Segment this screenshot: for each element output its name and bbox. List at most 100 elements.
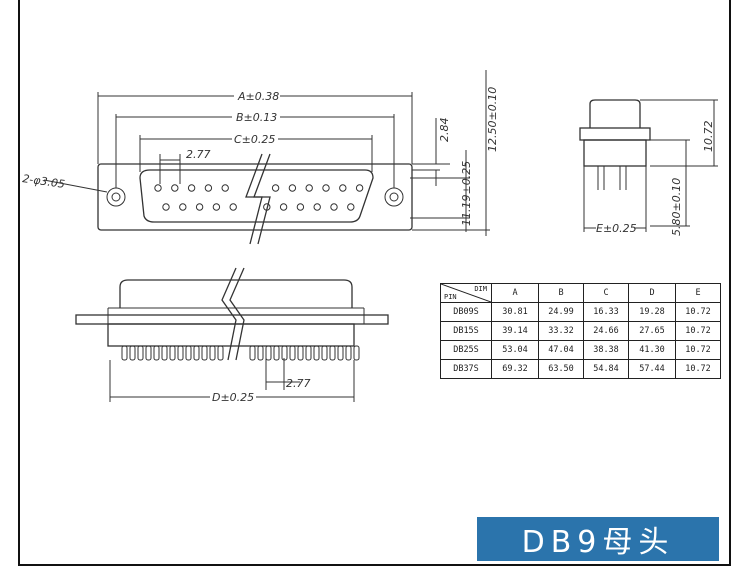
contact-pin bbox=[193, 345, 200, 361]
contact-hole bbox=[212, 203, 221, 211]
cell: 63.50 bbox=[538, 359, 584, 379]
contact-pins bbox=[121, 345, 360, 361]
cell: 41.30 bbox=[628, 340, 676, 360]
cell: 16.33 bbox=[583, 302, 629, 322]
cell: 24.66 bbox=[583, 321, 629, 341]
contact-pin bbox=[329, 345, 336, 361]
table-row: DB25S 53.04 47.04 38.38 41.30 10.72 bbox=[440, 340, 721, 360]
contact-hole bbox=[347, 203, 355, 211]
contact-hole bbox=[271, 184, 280, 192]
contact-pin bbox=[257, 345, 264, 361]
pin-row-label: 11.19±0.25 bbox=[460, 161, 473, 226]
contact-hole bbox=[204, 184, 213, 192]
cell: 30.81 bbox=[491, 302, 539, 322]
dim-c-label: C±0.25 bbox=[234, 133, 275, 146]
contact-pin bbox=[313, 345, 320, 361]
table-corner: DIM PIN bbox=[440, 283, 492, 303]
contact-hole bbox=[162, 203, 170, 211]
contact-hole bbox=[195, 203, 204, 211]
contact-pin bbox=[345, 345, 352, 361]
contact-pin bbox=[121, 345, 128, 361]
contact-hole bbox=[154, 184, 162, 192]
header-e: E bbox=[675, 283, 721, 303]
contact-pin bbox=[337, 345, 344, 361]
dim-e-label: E±0.25 bbox=[596, 222, 637, 235]
cell: 47.04 bbox=[538, 340, 584, 360]
table-row: DB37S 69.32 63.50 54.84 57.44 10.72 bbox=[440, 359, 721, 379]
side-height-label: 10.72 bbox=[702, 121, 715, 153]
contact-hole bbox=[288, 184, 297, 192]
corner-pin-label: PIN bbox=[444, 293, 457, 301]
contact-holes bbox=[154, 184, 364, 211]
cell: 19.28 bbox=[628, 302, 676, 322]
table-row: DB15S 39.14 33.32 24.66 27.65 10.72 bbox=[440, 321, 721, 341]
cell: 10.72 bbox=[675, 359, 721, 379]
contact-hole bbox=[339, 184, 347, 192]
contact-pin bbox=[161, 345, 168, 361]
contact-hole bbox=[296, 203, 305, 211]
contact-hole bbox=[171, 184, 179, 192]
contact-pin bbox=[177, 345, 184, 361]
bottom-view bbox=[75, 267, 389, 402]
contact-pin bbox=[209, 345, 216, 361]
contact-pin bbox=[201, 345, 208, 361]
front-view bbox=[97, 153, 413, 245]
dim-b-label: B±0.13 bbox=[236, 111, 277, 124]
contact-hole bbox=[322, 184, 330, 192]
row-pin: DB37S bbox=[440, 359, 492, 379]
cell: 69.32 bbox=[491, 359, 539, 379]
header-b: B bbox=[538, 283, 584, 303]
title-banner: DB9母头 bbox=[477, 517, 719, 561]
contact-pin bbox=[153, 345, 160, 361]
contact-pin bbox=[265, 345, 272, 361]
shell-height-label: 2.84 bbox=[438, 118, 451, 143]
contact-pin bbox=[185, 345, 192, 361]
page-frame bbox=[18, 0, 731, 566]
contact-hole bbox=[221, 184, 229, 192]
contact-hole bbox=[229, 203, 237, 211]
cell: 57.44 bbox=[628, 359, 676, 379]
contact-pin bbox=[353, 345, 360, 361]
cell: 54.84 bbox=[583, 359, 629, 379]
pitch-bottom-label: 2.77 bbox=[286, 377, 311, 390]
cell: 39.14 bbox=[491, 321, 539, 341]
dim-d-label: D±0.25 bbox=[212, 391, 254, 404]
contact-pin bbox=[289, 345, 296, 361]
row-pin: DB15S bbox=[440, 321, 492, 341]
header-d: D bbox=[628, 283, 676, 303]
cell: 10.72 bbox=[675, 340, 721, 360]
cell: 24.99 bbox=[538, 302, 584, 322]
dim-a-label: A±0.38 bbox=[237, 90, 279, 103]
contact-hole bbox=[330, 203, 338, 211]
contact-pin bbox=[321, 345, 328, 361]
contact-hole bbox=[179, 203, 187, 211]
contact-pin bbox=[137, 345, 144, 361]
row-pin: DB25S bbox=[440, 340, 492, 360]
contact-pin bbox=[297, 345, 304, 361]
side-view bbox=[579, 99, 718, 232]
body-height-label: 12.50±0.10 bbox=[486, 87, 499, 152]
side-depth-label: 5.80±0.10 bbox=[670, 178, 683, 236]
contact-hole bbox=[313, 203, 321, 211]
contact-hole bbox=[187, 184, 196, 192]
cell: 38.38 bbox=[583, 340, 629, 360]
contact-pin bbox=[305, 345, 312, 361]
cell: 53.04 bbox=[491, 340, 539, 360]
contact-pin bbox=[129, 345, 136, 361]
contact-hole bbox=[355, 184, 364, 192]
contact-pin bbox=[145, 345, 152, 361]
contact-hole bbox=[279, 203, 288, 211]
contact-hole bbox=[305, 184, 313, 192]
contact-pin bbox=[281, 345, 288, 361]
cell: 33.32 bbox=[538, 321, 584, 341]
contact-pin bbox=[249, 345, 256, 361]
cell: 10.72 bbox=[675, 321, 721, 341]
cell: 10.72 bbox=[675, 302, 721, 322]
dimension-table: DIM PIN A B C D E DB09S 30.81 24.99 16.3… bbox=[440, 283, 721, 379]
hole-label: 2-φ3.05 bbox=[22, 172, 66, 191]
dimension-lines bbox=[43, 70, 490, 236]
contact-pin bbox=[217, 345, 224, 361]
pitch-top-label: 2.77 bbox=[186, 148, 211, 161]
corner-dim-label: DIM bbox=[474, 285, 487, 293]
